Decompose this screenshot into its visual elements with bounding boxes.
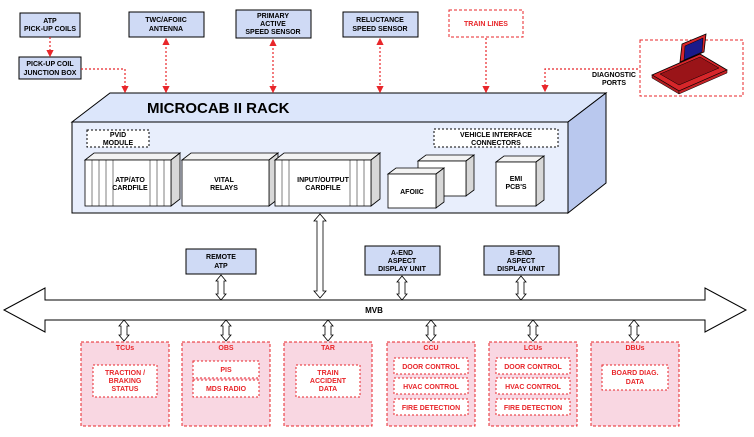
svg-text:MDS RADIO: MDS RADIO <box>206 386 247 393</box>
b-end-display-box: B-END ASPECT DISPLAY UNIT <box>483 245 560 276</box>
vital-label-2: RELAYS <box>210 185 238 192</box>
svg-text:PICK-UP COIL: PICK-UP COIL <box>26 61 74 68</box>
subsystem-tar: TAR TRAIN ACCIDENT DATA <box>283 341 373 427</box>
subsystem-ccu: CCU DOOR CONTROL HVAC CONTROL FIRE DETEC… <box>386 341 476 427</box>
svg-text:OBS: OBS <box>218 345 234 352</box>
svg-text:PICK-UP COILS: PICK-UP COILS <box>24 26 76 33</box>
junction-box: PICK-UP COIL JUNCTION BOX <box>18 56 82 80</box>
svg-text:A-END: A-END <box>391 250 413 257</box>
vic-label-1: VEHICLE INTERFACE <box>460 132 532 139</box>
svg-text:TRAIN: TRAIN <box>317 370 338 377</box>
svg-text:TRAIN LINES: TRAIN LINES <box>464 21 508 28</box>
afoiic-label: AFOIIC <box>400 189 424 196</box>
microcab-rack: MICROCAB II RACK PVID MODULE VEHICLE INT… <box>70 91 608 215</box>
svg-text:B-END: B-END <box>510 250 532 257</box>
svg-text:ATP: ATP <box>43 18 57 25</box>
svg-text:FIRE DETECTION: FIRE DETECTION <box>402 405 460 412</box>
mvb-label: MVB <box>365 306 383 315</box>
emi-pcb: EMI PCB'S <box>494 155 546 207</box>
svg-text:ATP: ATP <box>214 263 228 270</box>
svg-text:SPEED SENSOR: SPEED SENSOR <box>352 26 407 33</box>
svg-text:HVAC CONTROL: HVAC CONTROL <box>403 384 460 391</box>
svg-text:TCUs: TCUs <box>116 345 134 352</box>
atp-ato-label-1: ATP/ATO <box>115 177 145 184</box>
emi-label-1: EMI <box>510 176 523 183</box>
svg-text:DISPLAY UNIT: DISPLAY UNIT <box>497 266 546 273</box>
svg-text:TAR: TAR <box>321 345 335 352</box>
afoiic-module: AFOIIC <box>386 154 476 209</box>
subsystem-obs: OBS PIS MDS RADIO <box>181 341 271 427</box>
laptop-icon <box>639 33 744 97</box>
vic-label-2: CONNECTORS <box>471 140 521 147</box>
svg-text:ANTENNA: ANTENNA <box>149 26 183 33</box>
svg-text:TRACTION /: TRACTION / <box>105 370 145 377</box>
top-connectors <box>46 37 638 94</box>
atp-ato-label-2: CARDFILE <box>112 185 148 192</box>
subsystem-dbus: DBUs BOARD DIAG. DATA <box>590 341 680 427</box>
svg-text:STATUS: STATUS <box>112 386 139 393</box>
svg-text:ACTIVE: ACTIVE <box>260 21 286 28</box>
io-label-2: CARDFILE <box>305 185 341 192</box>
vital-relays: VITAL RELAYS <box>180 152 280 207</box>
svg-text:CCU: CCU <box>423 345 438 352</box>
svg-text:DOOR CONTROL: DOOR CONTROL <box>504 364 562 371</box>
svg-text:DATA: DATA <box>319 386 337 393</box>
rack-bus-link <box>313 213 327 299</box>
svg-text:TWC/AFOIIC: TWC/AFOIIC <box>145 17 187 24</box>
subsystem-lcus: LCUs DOOR CONTROL HVAC CONTROL FIRE DETE… <box>488 341 578 427</box>
mid-links <box>215 274 527 301</box>
a-end-display-box: A-END ASPECT DISPLAY UNIT <box>364 245 441 276</box>
svg-text:HVAC CONTROL: HVAC CONTROL <box>505 384 562 391</box>
svg-text:JUNCTION BOX: JUNCTION BOX <box>24 70 77 77</box>
svg-text:SPEED SENSOR: SPEED SENSOR <box>245 29 300 36</box>
svg-text:PIS: PIS <box>220 367 232 374</box>
emi-label-2: PCB'S <box>505 184 526 191</box>
subsystem-tcus: TCUs TRACTION / BRAKING STATUS <box>80 341 170 427</box>
svg-text:BRAKING: BRAKING <box>109 378 142 385</box>
svg-text:DISPLAY UNIT: DISPLAY UNIT <box>378 266 427 273</box>
atp-pickup-coils-box: ATP PICK-UP COILS <box>19 12 81 38</box>
reluctance-speed-sensor-box: RELUCTANCE SPEED SENSOR <box>342 11 419 38</box>
svg-text:DBUs: DBUs <box>625 345 644 352</box>
vital-label-1: VITAL <box>214 177 234 184</box>
primary-speed-sensor-box: PRIMARY ACTIVE SPEED SENSOR <box>235 9 312 39</box>
twc-antenna-box: TWC/AFOIIC ANTENNA <box>128 11 205 38</box>
svg-text:BOARD DIAG.: BOARD DIAG. <box>611 370 658 377</box>
io-label-1: INPUT/OUTPUT <box>297 177 349 184</box>
svg-text:REMOTE: REMOTE <box>206 254 236 261</box>
svg-text:LCUs: LCUs <box>524 345 542 352</box>
train-lines-box: TRAIN LINES <box>448 9 524 38</box>
diagnostic-label-1: DIAGNOSTIC <box>592 72 636 79</box>
diagnostic-label-2: PORTS <box>602 80 626 87</box>
pvid-label-1: PVID <box>110 132 126 139</box>
svg-text:RELUCTANCE: RELUCTANCE <box>356 17 404 24</box>
svg-text:PRIMARY: PRIMARY <box>257 13 289 20</box>
svg-text:ACCIDENT: ACCIDENT <box>310 378 347 385</box>
svg-text:ASPECT: ASPECT <box>388 258 417 265</box>
rack-title: MICROCAB II RACK <box>147 100 290 117</box>
pvid-label-2: MODULE <box>103 140 134 147</box>
svg-text:DATA: DATA <box>626 379 644 386</box>
svg-text:FIRE DETECTION: FIRE DETECTION <box>504 405 562 412</box>
io-cardfile: INPUT/OUTPUT CARDFILE <box>273 152 382 207</box>
remote-atp-box: REMOTE ATP <box>185 248 257 275</box>
bus-links <box>118 319 640 342</box>
svg-text:DOOR CONTROL: DOOR CONTROL <box>402 364 460 371</box>
svg-text:ASPECT: ASPECT <box>507 258 536 265</box>
atp-ato-cardfile: ATP/ATO CARDFILE <box>83 152 182 207</box>
mvb-bus: MVB <box>2 287 748 333</box>
